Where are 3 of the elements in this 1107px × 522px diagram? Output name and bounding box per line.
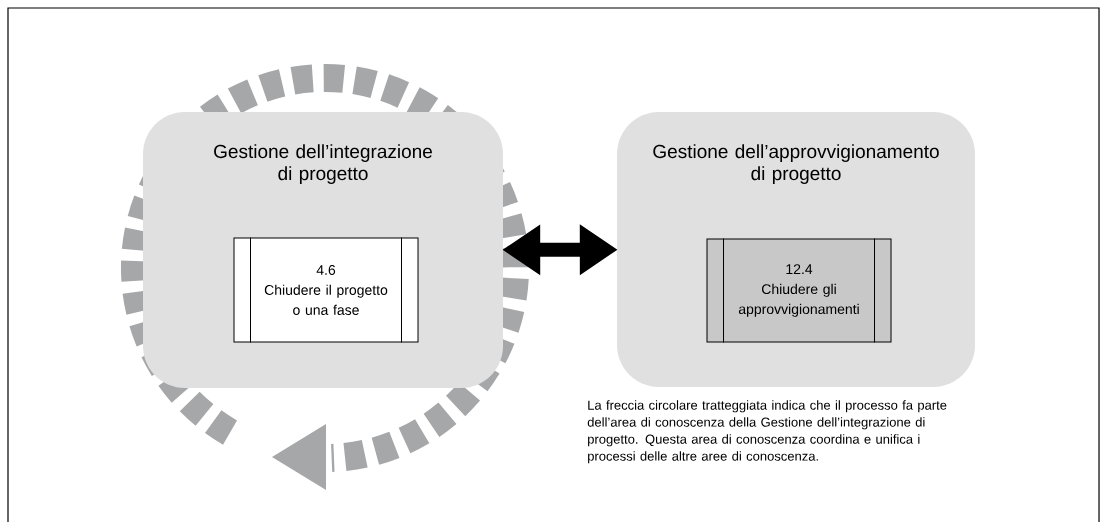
process-box: 12.4 Chiudere gli approvvigionamenti — [706, 238, 892, 343]
note-text: La freccia circolare tratteggiata indica che il processo fa parte dell’area di conoscenza della Gestione dell’integrazione di progetto. Questa area di conoscenza coordina e unifica i processi delle altre aree di conoscenza. — [587, 400, 947, 464]
process-box: 4.6 Chiudere il progetto o una fase — [233, 237, 419, 343]
